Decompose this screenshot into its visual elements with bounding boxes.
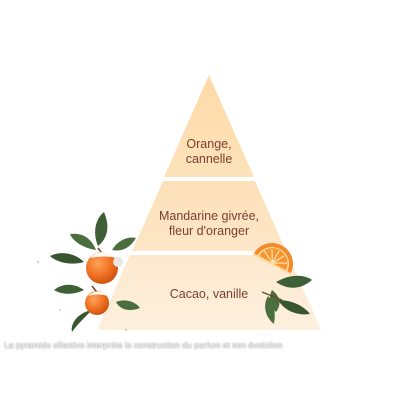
stem-icon xyxy=(261,291,283,301)
leaf-icon xyxy=(54,284,84,294)
frost-speck-icon xyxy=(124,328,128,332)
leaf-icon xyxy=(265,296,275,324)
tier-label-middle: Mandarine givrée, fleur d'oranger xyxy=(158,209,260,238)
leaf-icon xyxy=(95,212,108,246)
pyramid-tier-base xyxy=(97,255,321,330)
orange-slice-illustration xyxy=(252,243,312,324)
leaf-icon xyxy=(71,310,92,332)
frost-speck-icon xyxy=(36,260,40,264)
leaf-icon xyxy=(70,233,96,250)
leaf-icon xyxy=(112,237,136,251)
leaf-icon xyxy=(276,275,312,288)
pyramid-tier-middle xyxy=(132,181,286,251)
leaf-icon xyxy=(278,300,310,315)
mandarin-illustration xyxy=(36,212,140,332)
pyramid-tier-top xyxy=(164,75,254,177)
mandarin-icon xyxy=(113,257,123,267)
frost-speck-icon xyxy=(59,309,61,311)
mandarin-icon xyxy=(86,252,118,284)
leaf-icon xyxy=(116,300,140,310)
tier-label-top: Orange, cannelle xyxy=(185,137,233,166)
frost-icon xyxy=(88,291,108,296)
mandarin-icon xyxy=(85,291,109,315)
frost-icon xyxy=(90,252,116,258)
tier-label-base: Cacao, vanille xyxy=(169,287,249,301)
leaf-icon xyxy=(50,253,84,264)
caption: La pyramide olfactive interprète la cons… xyxy=(4,340,283,350)
